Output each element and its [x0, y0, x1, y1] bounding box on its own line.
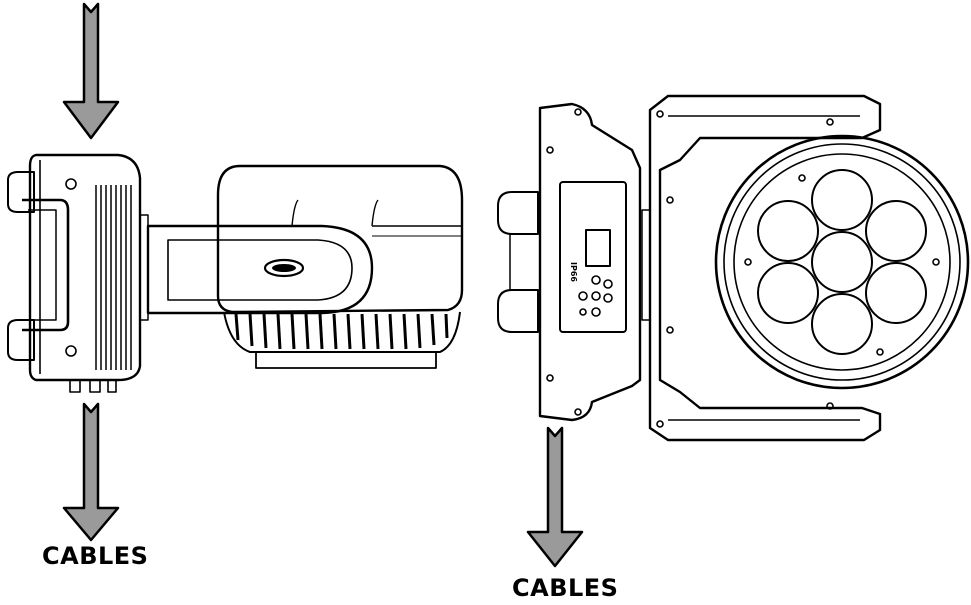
base-plate-front: IP66	[497, 102, 642, 422]
led-lens	[865, 200, 927, 262]
cables-label-right: CABLES	[512, 574, 619, 602]
control-panel	[559, 181, 627, 333]
arrow-down-cables-right	[526, 426, 584, 568]
yoke-arm-side	[139, 214, 374, 321]
arrow-down-cables-left	[62, 402, 120, 542]
led-lens	[811, 231, 873, 293]
arrow-down-top-left	[62, 2, 120, 140]
led-lens	[757, 200, 819, 262]
fixture-side-view	[7, 153, 464, 393]
heatsink-fins	[234, 313, 449, 350]
vent-fins	[95, 185, 132, 370]
cables-label-left: CABLES	[42, 542, 149, 570]
moving-head-side	[216, 164, 464, 369]
fixture-front-view: IP66	[497, 94, 970, 442]
led-lens-array	[757, 169, 927, 355]
led-lens	[757, 262, 819, 324]
ip-rating-label: IP66	[569, 262, 578, 282]
led-lens	[865, 262, 927, 324]
moving-head-front	[714, 134, 970, 390]
display-screen	[585, 229, 611, 267]
led-lens	[811, 169, 873, 231]
brand-logo-emblem	[263, 258, 305, 278]
led-lens	[811, 293, 873, 355]
base-plate-side	[7, 153, 142, 393]
yoke-front	[641, 94, 882, 442]
